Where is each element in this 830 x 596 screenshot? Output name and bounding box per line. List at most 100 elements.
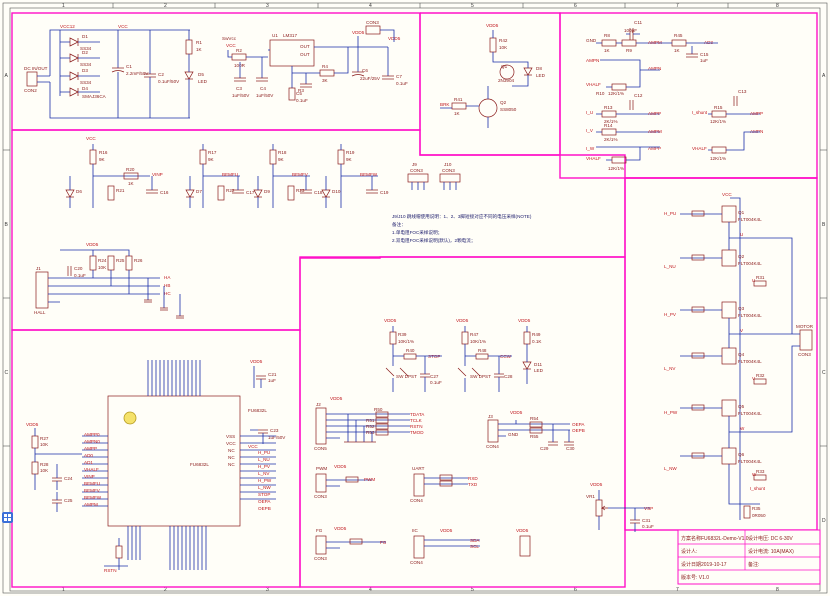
pin-hpv: H_PV xyxy=(258,464,271,469)
svg-text:R23: R23 xyxy=(296,188,305,193)
resistor-r33: R33 xyxy=(753,469,767,481)
svg-text:R8: R8 xyxy=(604,33,610,38)
svg-text:C6: C6 xyxy=(362,68,368,73)
uart-connector xyxy=(413,473,425,497)
row-c-right: C xyxy=(822,370,826,376)
svg-text:12K/1%: 12K/1% xyxy=(608,91,624,96)
pin-hpw: H_PW xyxy=(258,478,272,483)
amp-vhalf: VHALF xyxy=(586,82,601,87)
section-boxes xyxy=(11,12,818,588)
col-3-bottom: 3 xyxy=(266,587,269,593)
svg-text:1uF/50V: 1uF/50V xyxy=(256,93,274,98)
pin-bemfu: BEMFU xyxy=(84,481,100,486)
svg-text:D7: D7 xyxy=(196,189,202,194)
svg-text:C27: C27 xyxy=(430,374,439,379)
vr-vdd5: VDD5 xyxy=(590,482,603,487)
svg-text:J10: J10 xyxy=(444,162,452,167)
mcu-left-pins xyxy=(82,435,108,507)
svg-text:R18: R18 xyxy=(278,150,287,155)
col-5: 5 xyxy=(471,3,474,9)
svg-text:D8: D8 xyxy=(536,66,542,71)
col-6-bottom: 6 xyxy=(574,587,577,593)
ctrl-vdd5c: VDD5 xyxy=(518,318,531,323)
svg-text:R21: R21 xyxy=(116,188,125,193)
net-tmod: TMOD xyxy=(410,430,424,435)
iic-vdd5: VDD5 xyxy=(440,528,453,533)
svg-text:1K: 1K xyxy=(674,48,681,53)
dc-conn-label: DC IN/OUT xyxy=(24,66,48,71)
svg-text:FLT004K4L: FLT004K4L xyxy=(738,313,762,318)
svg-text:2K/1%: 2K/1% xyxy=(604,137,618,142)
col-8: 8 xyxy=(776,3,779,9)
svg-text:Q1: Q1 xyxy=(501,64,508,69)
cap-c30: C30 xyxy=(564,441,575,451)
pin-oepa: OEPA xyxy=(258,499,271,504)
svg-text:R25: R25 xyxy=(116,258,125,263)
net-hb: HB xyxy=(164,283,170,288)
grid-app-icon[interactable] xyxy=(2,512,13,523)
resistor-r3: R3 xyxy=(288,87,304,101)
row-d-right: D xyxy=(822,518,826,524)
amp-ampp3: AMPP xyxy=(750,111,763,116)
svg-text:C16: C16 xyxy=(160,190,169,195)
pin-stop: STOP xyxy=(258,492,270,497)
net-vsp: VSP xyxy=(644,506,653,511)
potentiometer-vr1: VR1 xyxy=(586,494,608,517)
svg-text:SW DPST: SW DPST xyxy=(396,374,417,379)
vcc-label: VCC xyxy=(118,24,128,29)
row-a-right: A xyxy=(822,73,826,79)
svg-text:C11: C11 xyxy=(634,20,643,25)
svg-text:10K: 10K xyxy=(40,468,49,473)
cap-c19: C19 xyxy=(366,189,389,195)
tb-date: 设计日期2019-10-17 xyxy=(681,561,727,568)
pwm-connector xyxy=(315,473,327,493)
col-1: 1 xyxy=(62,3,65,9)
svg-text:1K: 1K xyxy=(454,111,461,116)
row-a: A xyxy=(5,73,9,79)
svg-text:SW DPST: SW DPST xyxy=(470,374,491,379)
resistor-r51: R51 xyxy=(366,417,389,424)
svg-text:R10: R10 xyxy=(596,91,605,96)
bridge-vcc: VCC xyxy=(722,192,732,197)
svg-text:10K: 10K xyxy=(98,265,107,270)
amp-ampm: AMPM xyxy=(648,40,662,45)
mcu-vcc: VCC xyxy=(248,444,258,449)
phase-u2: U xyxy=(752,278,755,283)
prog-connector xyxy=(315,407,327,445)
svg-text:C29: C29 xyxy=(540,446,549,451)
svg-text:SS34: SS34 xyxy=(80,80,92,85)
svg-text:OUT: OUT xyxy=(300,52,310,57)
dbg-vdd5: VDD5 xyxy=(330,396,343,401)
svg-text:10K: 10K xyxy=(40,442,49,447)
net-scl: SCL xyxy=(470,544,479,549)
net-bemfu: BEMFU xyxy=(222,172,238,177)
pin-ampn0: AMPN0 xyxy=(84,439,100,444)
svg-text:C7: C7 xyxy=(396,74,402,79)
svg-text:9K: 9K xyxy=(346,157,353,162)
svg-text:0.1uF: 0.1uF xyxy=(74,273,86,278)
resistor-r52: R52 xyxy=(366,423,389,430)
svg-text:OUT: OUT xyxy=(300,44,310,49)
tb-current: 设计电流: 10A(MAX) xyxy=(748,548,794,555)
col-3: 3 xyxy=(266,3,269,9)
svg-text:CON3: CON3 xyxy=(442,168,455,173)
svg-text:22uF/25V: 22uF/25V xyxy=(360,76,381,81)
col-2: 2 xyxy=(164,3,167,9)
encoder-connector xyxy=(487,419,499,443)
svg-text:D4: D4 xyxy=(82,86,88,91)
resistor-r48: R48 xyxy=(475,348,489,360)
